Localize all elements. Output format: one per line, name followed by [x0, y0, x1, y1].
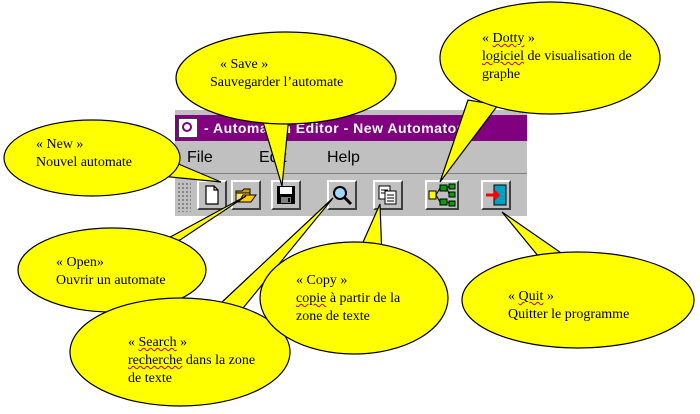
quit-callout-bubble	[461, 251, 695, 349]
new-callout-bubble	[3, 119, 181, 197]
copy-pages-icon	[378, 185, 397, 205]
toolbar-grip[interactable]	[177, 182, 191, 212]
dotty-callout: « Dotty » logiciel de visualisation de g…	[482, 30, 632, 84]
open-callout-desc: Ouvrir un automate	[56, 273, 166, 288]
quit-exit-door-icon	[486, 184, 507, 206]
new-callout-desc: Nouvel automate	[36, 155, 133, 170]
copy-button[interactable]	[373, 180, 403, 210]
save-callout: « Save » Sauvegarder l’automate	[210, 56, 343, 92]
new-callout: « New » Nouvel automate	[36, 136, 132, 172]
new-button[interactable]	[197, 180, 227, 210]
dotty-graph-icon	[428, 183, 456, 207]
save-disk-icon	[277, 186, 295, 204]
new-file-icon	[205, 185, 219, 205]
menu-help[interactable]: Help	[327, 149, 360, 166]
save-button[interactable]	[271, 180, 301, 210]
quit-callout-desc: Quitter le programme	[508, 307, 630, 322]
save-callout-desc: Sauvegarder l’automate	[210, 75, 344, 90]
open-callout-tag: « Open»	[56, 255, 104, 270]
app-icon	[178, 118, 198, 138]
recherche-word: recherche	[128, 353, 183, 368]
window-title: - Automaton Editor - New Automaton	[204, 120, 466, 136]
copy-callout-desc: copie à partir de la zone de texte	[296, 291, 401, 324]
open-button[interactable]	[231, 180, 261, 210]
quit-callout-tag: « Quit »	[508, 289, 554, 304]
open-callout: « Open» Ouvrir un automate	[56, 254, 166, 290]
save-callout-tag: « Save »	[220, 57, 269, 72]
search-callout: « Search » recherche dans la zone de tex…	[128, 334, 258, 388]
dotty-callout-tag: « Dotty »	[482, 31, 535, 46]
search-magnifier-icon	[333, 186, 353, 206]
new-callout-tag: « New »	[36, 137, 84, 152]
quit-button[interactable]	[481, 180, 511, 210]
search-word: Search	[138, 335, 177, 350]
copy-callout-bubble	[259, 241, 449, 355]
copy-callout-tag: « Copy »	[296, 273, 348, 288]
save-callout-bubble	[175, 31, 397, 125]
search-button[interactable]	[327, 180, 357, 210]
logiciel-word: logiciel	[482, 49, 524, 64]
dotty-button[interactable]	[425, 180, 459, 210]
toolbar	[175, 173, 527, 216]
dotty-callout-bubble	[439, 1, 661, 115]
copy-callout: « Copy » copie à partir de la zone de te…	[296, 272, 416, 326]
menu-file[interactable]: File	[187, 149, 213, 166]
search-callout-bubble	[69, 297, 291, 407]
search-callout-desc: recherche dans la zone de texte	[128, 353, 256, 386]
dotty-word: Dotty	[492, 31, 525, 46]
dotty-callout-desc: logiciel de visualisation de graphe	[482, 49, 632, 82]
dotty-callout-pointer	[439, 99, 500, 183]
search-callout-tag: « Search »	[128, 335, 188, 350]
quit-callout: « Quit » Quitter le programme	[508, 288, 629, 324]
copie-word: copie	[296, 291, 327, 306]
quit-word: Quit	[518, 289, 544, 304]
